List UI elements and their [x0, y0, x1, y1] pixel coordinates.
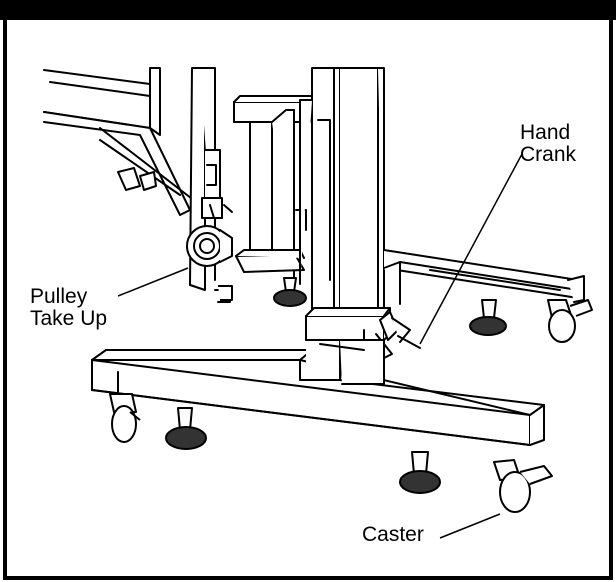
foot-back-right — [469, 299, 507, 336]
hand-crank-label-line1: Hand — [520, 121, 571, 144]
casters — [109, 285, 593, 513]
upper-frame-beams — [43, 67, 201, 216]
foot-left-front — [165, 407, 207, 450]
caster-label: Caster — [362, 523, 424, 546]
hand-crank-label: Hand Crank — [520, 122, 576, 166]
hand-crank-label-line2: Crank — [520, 143, 577, 166]
leader-caster — [439, 513, 501, 539]
caster-left-front — [109, 393, 141, 443]
leader-hand-crank — [419, 153, 523, 345]
figure-border — [3, 2, 613, 580]
right-rail — [383, 249, 585, 305]
foot-back-left — [273, 277, 307, 307]
center-bracket — [233, 95, 317, 281]
pulley-label-line2: Take Up — [30, 307, 108, 330]
caster-right-front — [493, 459, 553, 513]
caster-back-left — [218, 285, 233, 301]
leader-pulley — [117, 267, 189, 297]
foot-center-front — [399, 451, 441, 494]
leveling-feet — [165, 277, 507, 494]
center-column — [299, 67, 385, 317]
center-spine — [305, 339, 385, 385]
pulley-label-line1: Pulley — [30, 285, 88, 308]
pulley-take-up-label: Pulley Take Up — [30, 286, 107, 330]
caster-back-right — [547, 299, 593, 343]
